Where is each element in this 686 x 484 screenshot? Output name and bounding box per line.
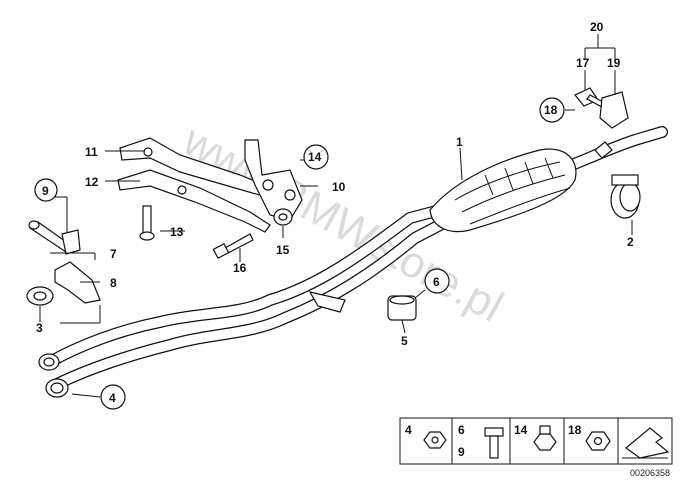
callout-18: 18 bbox=[544, 103, 558, 117]
callout-circle-9 bbox=[34, 178, 58, 202]
callout-6: 6 bbox=[433, 275, 440, 289]
legend-cell-14: 14 bbox=[514, 423, 528, 437]
callout-circle-18 bbox=[539, 97, 565, 123]
legend-cell-9: 9 bbox=[458, 445, 465, 459]
callout-4: 4 bbox=[109, 391, 116, 405]
callout-3: 3 bbox=[36, 321, 43, 335]
callout-14: 14 bbox=[308, 150, 322, 164]
pipe-piece-9 bbox=[28, 220, 81, 255]
gasket-8 bbox=[54, 261, 101, 304]
washer-15 bbox=[273, 208, 293, 226]
legend-cell-6: 6 bbox=[458, 423, 465, 437]
callout-circle-6 bbox=[424, 268, 450, 294]
leader-lines bbox=[39, 34, 633, 398]
bolt-icon bbox=[484, 427, 504, 459]
callout-12: 12 bbox=[85, 175, 99, 189]
pipe-clamp bbox=[610, 174, 641, 219]
callout-16: 16 bbox=[233, 261, 247, 275]
bolt-16 bbox=[212, 233, 254, 260]
legend-cell-4: 4 bbox=[405, 423, 412, 437]
bolt-13 bbox=[139, 205, 155, 241]
callout-5: 5 bbox=[401, 334, 408, 348]
callout-8: 8 bbox=[110, 276, 117, 290]
legend-strip: 4 6 9 14 18 bbox=[399, 417, 673, 465]
center-hanger bbox=[308, 291, 346, 313]
bracket-side bbox=[244, 139, 303, 221]
rear-hanger bbox=[594, 141, 613, 159]
callout-7: 7 bbox=[110, 247, 117, 261]
callout-1: 1 bbox=[456, 135, 463, 149]
rubber-mount bbox=[387, 295, 417, 321]
callout-11: 11 bbox=[85, 145, 98, 159]
legend-cell-18: 18 bbox=[568, 423, 582, 437]
diagram-code: 00206358 bbox=[630, 468, 670, 478]
callout-15: 15 bbox=[276, 243, 290, 257]
callout-17: 17 bbox=[576, 56, 590, 70]
callout-2: 2 bbox=[627, 235, 634, 249]
callout-20: 20 bbox=[590, 20, 604, 34]
exhaust-pipe bbox=[44, 126, 668, 391]
small-fittings bbox=[574, 87, 629, 129]
front-flanges bbox=[38, 353, 69, 398]
callout-19: 19 bbox=[607, 56, 621, 70]
callout-circle-14 bbox=[303, 144, 329, 170]
gasket-3 bbox=[26, 286, 54, 306]
callout-circle-4 bbox=[100, 384, 126, 410]
catalytic-converter bbox=[429, 148, 577, 233]
callout-10: 10 bbox=[332, 180, 346, 194]
hex-nut-icon bbox=[533, 433, 557, 451]
callout-9: 9 bbox=[42, 184, 49, 198]
arrow-icon bbox=[622, 427, 670, 459]
callout-13: 13 bbox=[170, 225, 184, 239]
